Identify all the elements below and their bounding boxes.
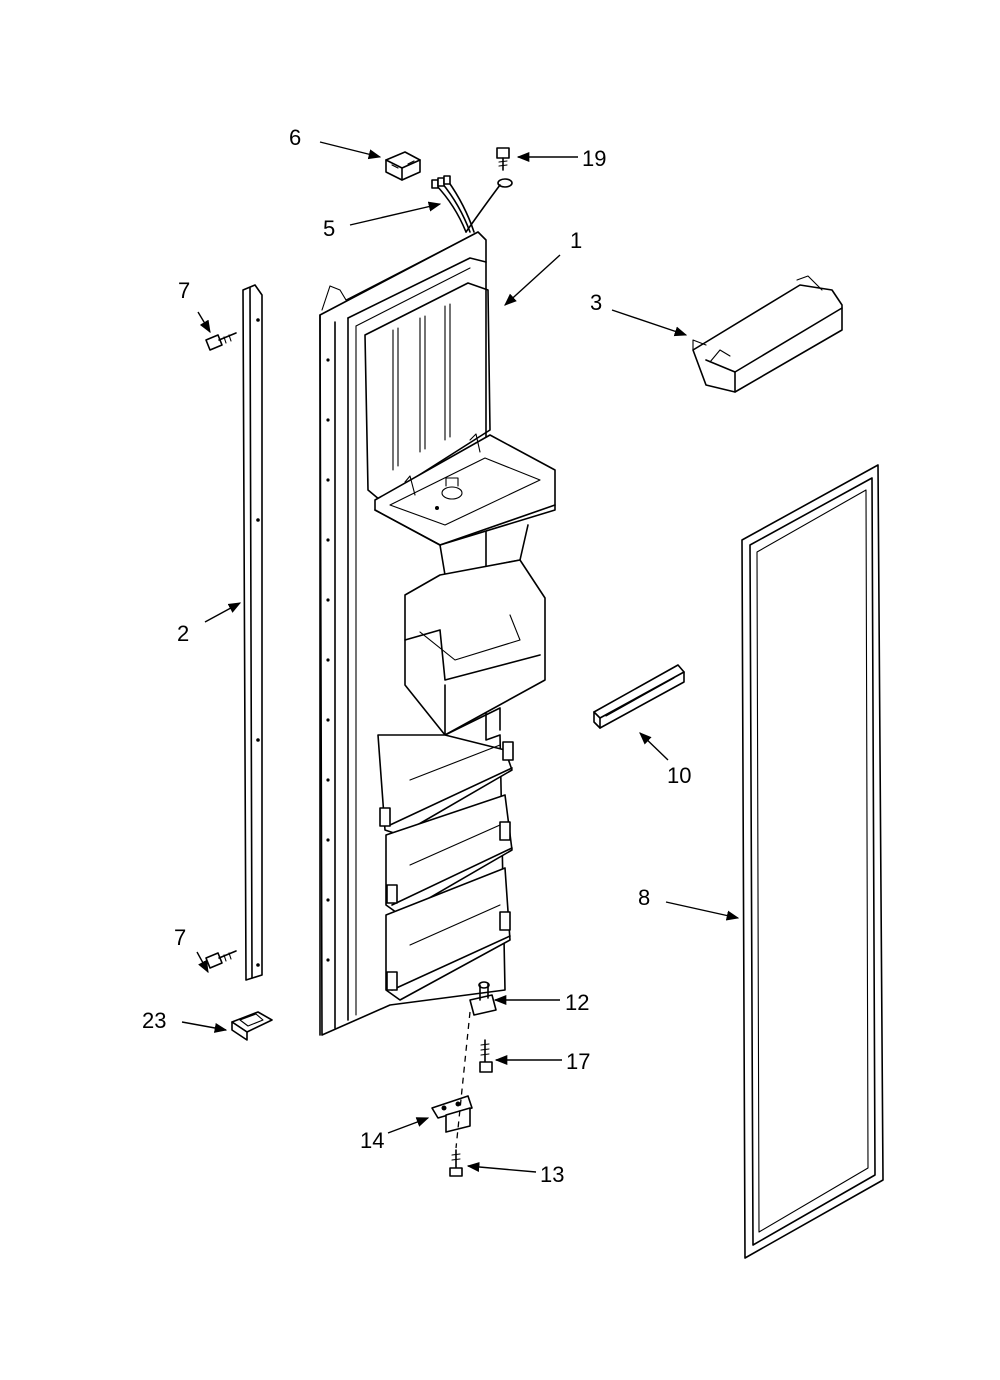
callout-23: 23: [142, 1008, 166, 1033]
door-liner-part-1: [319, 231, 556, 1036]
hinge-pin-part-12: [469, 981, 497, 1016]
callout-7-top: 7: [178, 278, 190, 303]
callout-1: 1: [570, 228, 582, 253]
callout-3: 3: [590, 290, 602, 315]
callout-5: 5: [323, 216, 335, 241]
screw-part-17: [479, 1039, 493, 1073]
screw-part-7-top: [205, 332, 237, 351]
callout-14: 14: [360, 1128, 384, 1153]
callout-labels: 6 19 5 1 3 7 2 10 8 7 12 23 17 14 13: [142, 125, 691, 1187]
callout-8: 8: [638, 885, 650, 910]
screw-part-13: [449, 1149, 463, 1177]
connector-part-6: [385, 151, 421, 181]
flange-holes: [326, 358, 330, 962]
callout-6: 6: [289, 125, 301, 150]
door-strip-part-2: [242, 284, 263, 981]
door-gasket-part-8: [741, 464, 884, 1259]
callout-19: 19: [582, 146, 606, 171]
callout-17: 17: [566, 1049, 590, 1074]
door-shelf-bar-part-3: [692, 275, 843, 393]
hinge-bracket-part-14: [431, 1095, 473, 1133]
callout-10: 10: [667, 763, 691, 788]
callout-7-bottom: 7: [174, 925, 186, 950]
leader-lines: [181, 141, 740, 1173]
block-part-23: [231, 1011, 273, 1041]
screw-part-7-bottom: [205, 950, 237, 969]
rail-part-10: [593, 664, 685, 729]
screw-part-19: [496, 147, 510, 171]
callout-13: 13: [540, 1162, 564, 1187]
callout-12: 12: [565, 990, 589, 1015]
callout-2: 2: [177, 621, 189, 646]
assembly-line: [455, 1011, 471, 1149]
wire-harness-part-5: [431, 175, 513, 233]
